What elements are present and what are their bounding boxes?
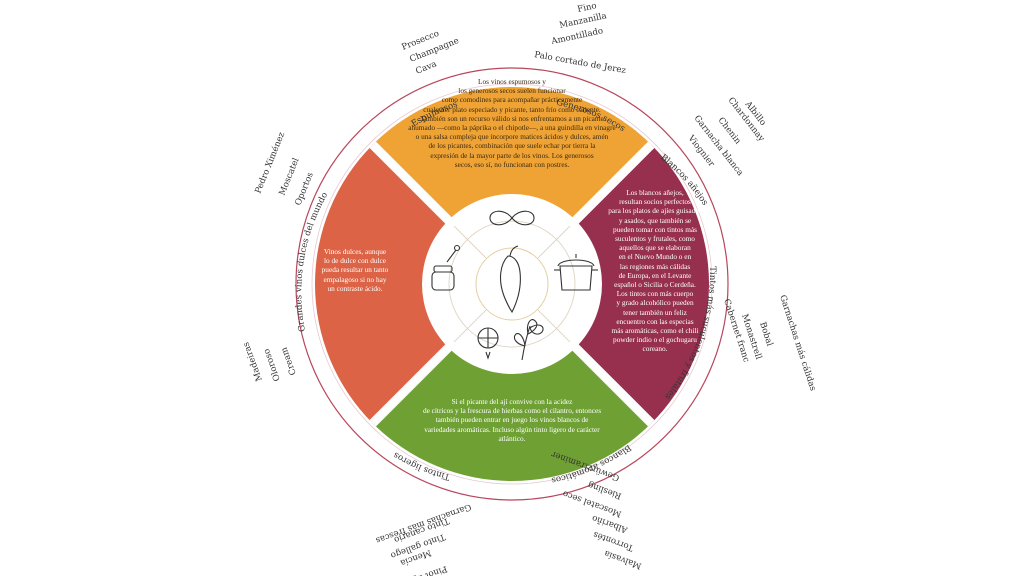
outer-ring <box>295 67 729 501</box>
wine-palo-cortado: Palo cortado de Jerez <box>533 50 627 76</box>
quadrant-top-wedge <box>366 87 658 284</box>
wine-garnachas-calidas: Garnachas más cálidas <box>777 294 818 393</box>
quadrant-right-text: Los blancos añejos, resultan socios perf… <box>608 188 702 354</box>
quadrant-bottom-text: Si el picante del ají convive con la aci… <box>422 397 602 443</box>
quadrant-top-text: Los vinos espumosos y los generosos seco… <box>408 77 616 169</box>
honey-jar-icon <box>431 244 461 291</box>
lime-icon <box>477 327 499 360</box>
wine-fino: Fino <box>577 1 598 15</box>
chili-pepper-icon <box>499 245 521 314</box>
inner-ring-guide <box>311 83 713 485</box>
cooking-pot-icon <box>554 254 598 291</box>
center-core-circle <box>475 247 549 321</box>
quadrant-left-wedge <box>315 138 512 430</box>
quadrant-bottom-wedge <box>366 284 658 481</box>
wine-torrontes: Torrontés <box>592 529 635 554</box>
quadrant-left-text: Vinos dulces, aunque lo de dulce con dul… <box>321 247 389 293</box>
cilantro-icon <box>513 319 544 361</box>
infinity-icon <box>489 210 535 226</box>
wine-malvasia: Malvasía <box>603 548 643 572</box>
quadrant-right-wedge <box>512 138 709 430</box>
wine-madeiras: Madeiras <box>241 341 264 383</box>
wine-amontillado: Amontillado <box>550 26 604 47</box>
wine-cream: Cream <box>279 346 298 377</box>
